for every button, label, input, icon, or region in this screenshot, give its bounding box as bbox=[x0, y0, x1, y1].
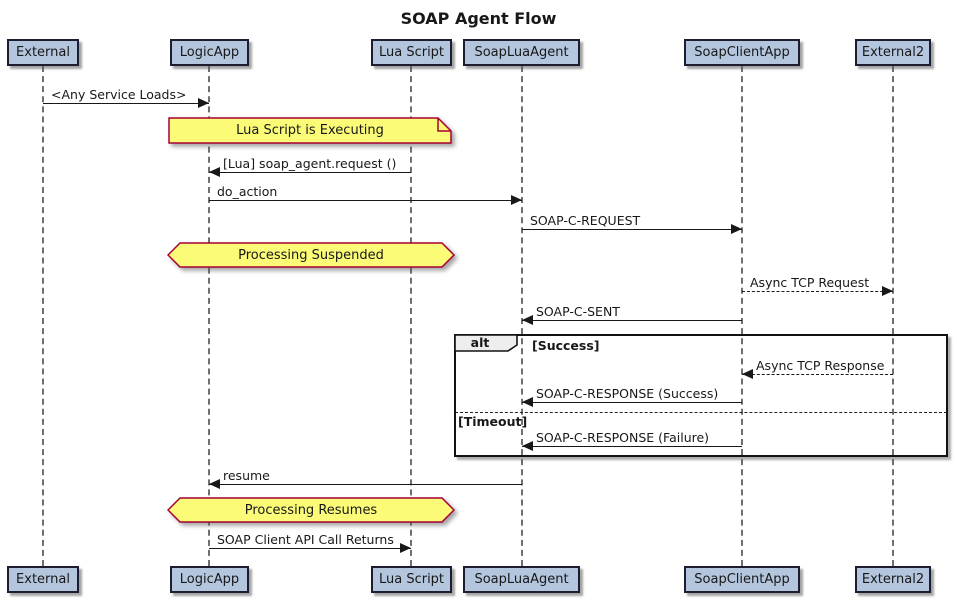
participant-external-top: External bbox=[7, 39, 79, 66]
arrowhead-left-icon bbox=[209, 167, 220, 177]
participant-lua-script-bottom: Lua Script bbox=[371, 566, 452, 593]
participant-external-bottom: External bbox=[7, 566, 79, 593]
message-async-tcp-response: Async TCP Response bbox=[742, 359, 893, 379]
message-lua-soap-agent-request: [Lua] soap_agent.request () bbox=[209, 157, 411, 177]
alt-guard-timeout: [Timeout] bbox=[458, 414, 528, 429]
note-processing-resumes: Processing Resumes bbox=[167, 497, 455, 523]
lifeline-external2 bbox=[892, 66, 894, 566]
message-resume: resume bbox=[209, 469, 522, 489]
message-soap-c-response-success: SOAP-C-RESPONSE (Success) bbox=[522, 387, 742, 407]
diagram-title: SOAP Agent Flow bbox=[400, 9, 557, 28]
participant-external2-bottom: External2 bbox=[855, 566, 931, 593]
participant-external2-top: External2 bbox=[855, 39, 931, 66]
participant-soapclientapp-bottom: SoapClientApp bbox=[684, 566, 800, 593]
lifeline-lua-script bbox=[410, 66, 412, 566]
participant-lua-script-top: Lua Script bbox=[371, 39, 452, 66]
message-soap-client-api-call-returns: SOAP Client API Call Returns bbox=[209, 533, 411, 553]
message-soap-c-sent: SOAP-C-SENT bbox=[522, 305, 742, 325]
message-async-tcp-request: Async TCP Request bbox=[742, 276, 893, 296]
participant-soapclientapp-top: SoapClientApp bbox=[684, 39, 800, 66]
lifeline-soapclientapp bbox=[741, 66, 743, 566]
arrowhead-right-icon bbox=[198, 98, 209, 108]
arrowhead-left-icon bbox=[209, 479, 220, 489]
lifeline-logicapp bbox=[208, 66, 210, 566]
message-any-service-loads: <Any Service Loads> bbox=[43, 88, 209, 108]
message-soap-c-request: SOAP-C-REQUEST bbox=[522, 214, 742, 234]
alt-frame-operator-tab: alt bbox=[454, 334, 518, 352]
arrowhead-right-icon bbox=[511, 195, 522, 205]
alt-divider bbox=[455, 412, 947, 413]
arrowhead-left-icon bbox=[522, 397, 533, 407]
note-processing-suspended: Processing Suspended bbox=[167, 242, 455, 268]
alt-guard-success: [Success] bbox=[532, 338, 600, 353]
participant-soapluaagent-bottom: SoapLuaAgent bbox=[463, 566, 580, 593]
arrowhead-right-icon bbox=[731, 224, 742, 234]
participant-logicapp-top: LogicApp bbox=[170, 39, 249, 66]
arrowhead-right-icon bbox=[400, 543, 411, 553]
arrowhead-left-icon bbox=[742, 369, 753, 379]
lifeline-external bbox=[42, 66, 44, 566]
message-soap-c-response-failure: SOAP-C-RESPONSE (Failure) bbox=[522, 431, 742, 451]
arrowhead-right-icon bbox=[882, 286, 893, 296]
alt-frame: alt [Success] [Timeout] bbox=[454, 334, 948, 457]
participant-logicapp-bottom: LogicApp bbox=[170, 566, 249, 593]
message-do-action: do_action bbox=[209, 185, 522, 205]
arrowhead-left-icon bbox=[522, 441, 533, 451]
alt-operator-label: alt bbox=[470, 334, 490, 350]
note-lua-script-is-executing: Lua Script is Executing bbox=[168, 117, 452, 144]
arrowhead-left-icon bbox=[522, 315, 533, 325]
participant-soapluaagent-top: SoapLuaAgent bbox=[463, 39, 580, 66]
